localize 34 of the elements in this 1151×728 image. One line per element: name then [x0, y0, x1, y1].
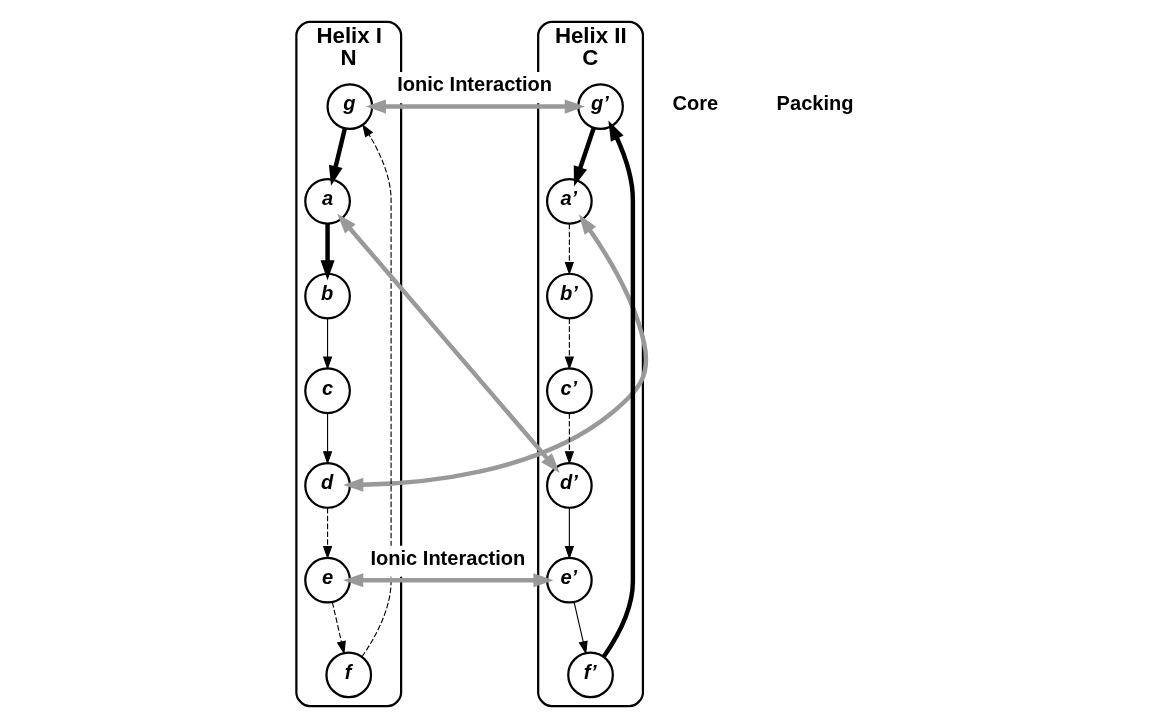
- label: Core: [672, 92, 719, 115]
- arrow: [573, 601, 588, 655]
- arrow: [322, 412, 333, 465]
- arrow: [564, 318, 575, 370]
- node-circle: a’: [545, 177, 593, 225]
- arrow: [564, 507, 575, 560]
- arrow: [328, 128, 347, 186]
- arrow: [361, 123, 392, 658]
- node-circle: e’: [545, 556, 593, 604]
- label: Packing: [776, 92, 854, 115]
- arrow: [365, 99, 585, 114]
- node-circle: c: [304, 367, 351, 415]
- node-circle: g’: [577, 83, 624, 130]
- node-circle: d: [304, 462, 351, 509]
- node-circle: d’: [545, 462, 593, 509]
- node-circle: e: [304, 556, 351, 604]
- node-circle: g: [326, 83, 374, 130]
- arrow: [322, 507, 333, 560]
- node-circle: f: [325, 651, 373, 699]
- arrow: [564, 223, 575, 276]
- node-circle: c’: [545, 367, 593, 415]
- arrow: [343, 573, 554, 588]
- arrow: [573, 127, 596, 187]
- arrow: [343, 214, 649, 492]
- arrow: [320, 223, 335, 281]
- node-circle: b: [304, 272, 351, 320]
- node-circle: a: [304, 177, 351, 225]
- arrow: [322, 318, 333, 370]
- arrow: [601, 120, 636, 658]
- arrow: [337, 213, 560, 474]
- node-circle: f’: [567, 651, 614, 699]
- arrow: [564, 412, 575, 465]
- node-circle: b’: [545, 272, 593, 320]
- arrow: [331, 601, 346, 655]
